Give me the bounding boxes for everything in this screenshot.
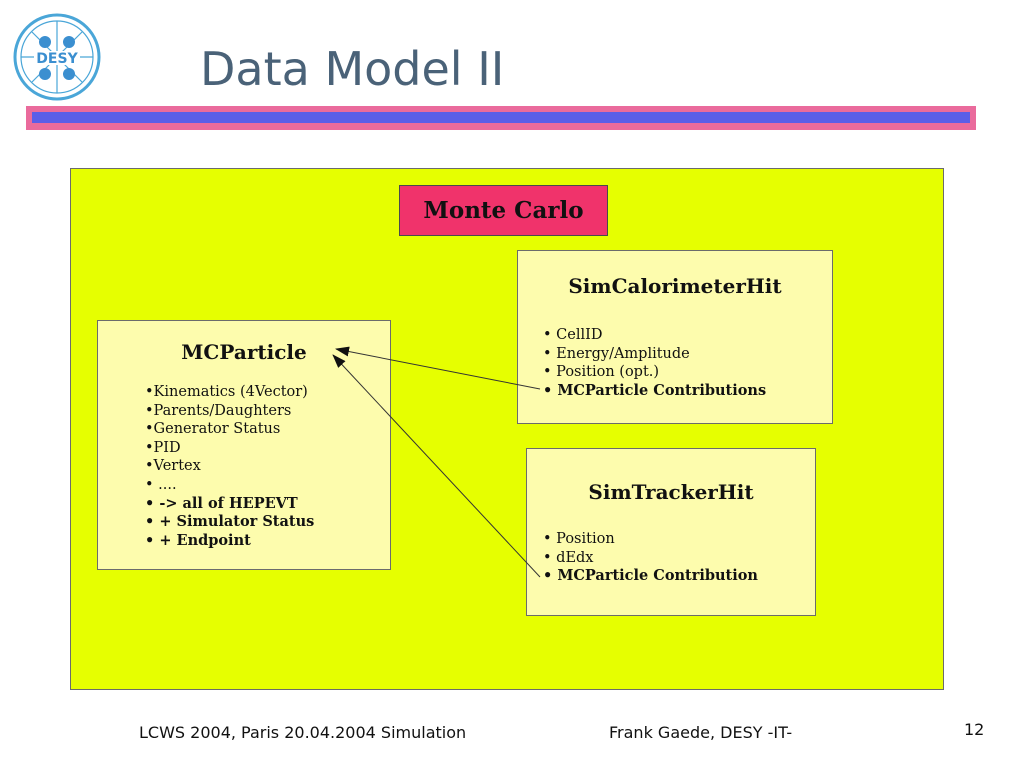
simtrackerhit-class-name: SimTrackerHit [588, 480, 754, 504]
attribute-item: • dEdx [543, 549, 594, 566]
page-number: 12 [964, 720, 985, 739]
attribute-item: •Generator Status [145, 421, 281, 438]
attribute-item: • MCParticle Contributions [543, 381, 767, 399]
attribute-item: • MCParticle Contribution [543, 567, 758, 585]
attribute-item: •Parents/Daughters [145, 402, 292, 419]
footer-event: LCWS 2004, Paris 20.04.2004 Simulation [139, 723, 467, 742]
simtrackerhit-class-box: SimTrackerHit • Position • dEdx • MCPart… [526, 448, 816, 616]
footer-author: Frank Gaede, DESY -IT- [609, 723, 793, 742]
attribute-item: • + Simulator Status [145, 513, 315, 531]
mcparticle-attribute-list: •Kinematics (4Vector) •Parents/Daughters… [145, 383, 314, 550]
desy-logo: DESY [12, 12, 102, 102]
simcalorimeterhit-class-box: SimCalorimeterHit • CellID • Energy/Ampl… [517, 250, 833, 424]
attribute-item: • Energy/Amplitude [543, 345, 690, 362]
mcparticle-class-name: MCParticle [181, 340, 307, 364]
attribute-item: • Position (opt.) [543, 364, 660, 381]
title-underline-bar [26, 106, 976, 130]
attribute-item: •Kinematics (4Vector) [145, 384, 308, 400]
attribute-item: • Position [543, 531, 615, 547]
simcalorimeterhit-attribute-list: • CellID • Energy/Amplitude • Position (… [543, 326, 766, 400]
simtrackerhit-attribute-list: • Position • dEdx • MCParticle Contribut… [543, 530, 758, 586]
attribute-item: • + Endpoint [145, 531, 251, 549]
attribute-item: • -> all of HEPEVT [145, 494, 298, 512]
title-underline-bar-inner [32, 112, 970, 123]
simcalorimeterhit-class-name: SimCalorimeterHit [568, 274, 782, 298]
mcparticle-class-box: MCParticle •Kinematics (4Vector) •Parent… [97, 320, 391, 570]
attribute-item: •PID [145, 439, 181, 456]
attribute-item: • CellID [543, 327, 603, 343]
attribute-item: •Vertex [145, 458, 201, 475]
monte-carlo-header-box: Monte Carlo [399, 185, 608, 236]
page-title: Data Model II [200, 42, 505, 96]
attribute-item: • .... [145, 476, 177, 493]
svg-text:DESY: DESY [36, 51, 78, 67]
